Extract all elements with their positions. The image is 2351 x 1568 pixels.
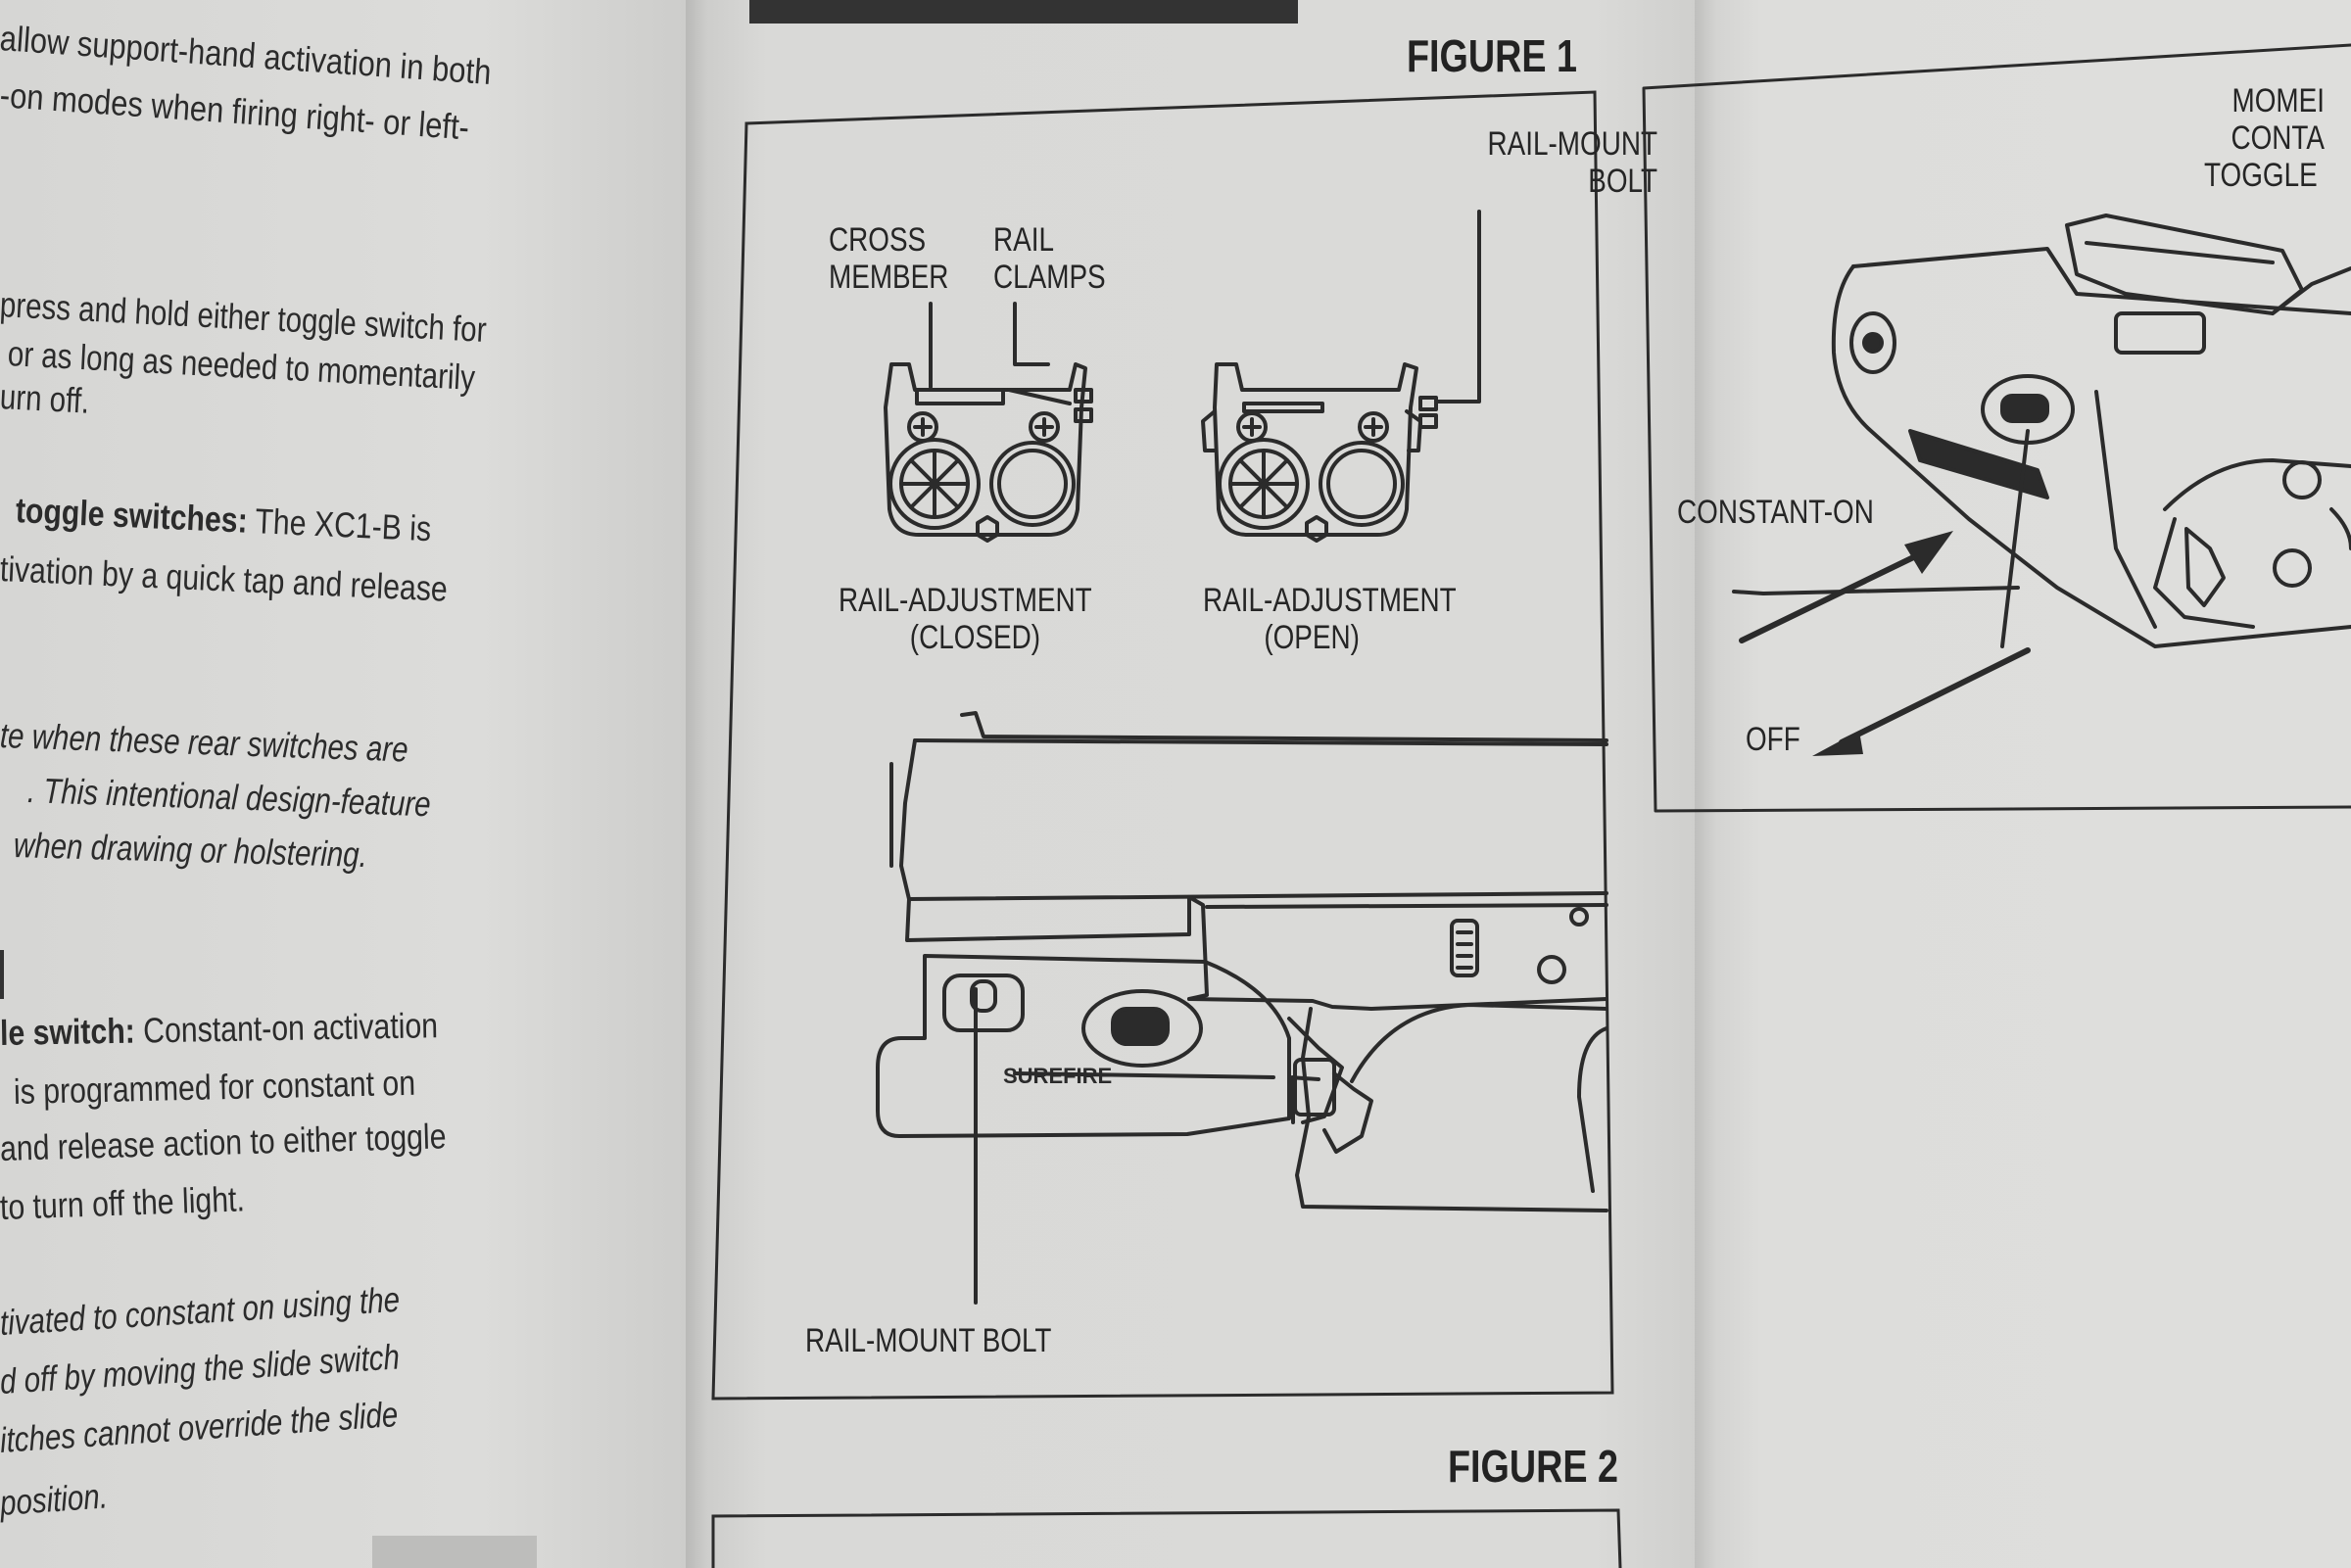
figure-2-title: FIGURE 2 (1448, 1441, 1618, 1492)
section-mark (0, 950, 4, 999)
figure-1-title: FIGURE 1 (1407, 30, 1577, 81)
rail-clamp-open (1201, 362, 1438, 543)
fold-shadow-right (1695, 0, 1716, 1568)
label-constant-on: CONSTANT-ON (1677, 494, 1874, 531)
label-rail-adjustment-open: RAIL-ADJUSTMENT (OPEN) (1203, 582, 1457, 656)
label-line: TOGGLE S (2204, 157, 2325, 194)
label-cross-member: CROSS MEMBER (829, 221, 948, 296)
label-off: OFF (1746, 721, 1800, 758)
label-line: RAIL-ADJUSTMENT (1203, 582, 1457, 619)
rail-clamp-closed (884, 362, 1093, 543)
label-line: RAIL-MOUNT (1487, 125, 1657, 163)
label-line: MOMEI (2231, 82, 2325, 119)
middle-page (686, 0, 1695, 1568)
label-line: CONTA (2231, 119, 2325, 157)
label-line: MEMBER (829, 259, 949, 296)
label-line: RAIL (993, 221, 1054, 259)
left-page (0, 0, 686, 1568)
surefire-brand: SUREFIRE (1003, 1064, 1112, 1088)
fold-shadow-left (686, 0, 707, 1568)
label-line: CROSS (829, 221, 927, 259)
label-line: (OPEN) (1264, 619, 1360, 656)
label-rail-mount-bolt-bottom: RAIL-MOUNT BOLT (805, 1322, 1052, 1359)
label-momentary-toggle-partial: MOMEI CONTA TOGGLE S (2204, 82, 2325, 194)
label-line: CLAMPS (993, 259, 1106, 296)
label-rail-clamps: RAIL CLAMPS (993, 221, 1106, 296)
label-line: (CLOSED) (909, 619, 1041, 656)
right-page (1695, 0, 2351, 1568)
label-rail-adjustment-closed: RAIL-ADJUSTMENT (CLOSED) (839, 582, 1092, 656)
top-rule (749, 0, 1298, 24)
pistol-with-light (876, 711, 1608, 1212)
paper-edge-shadow (372, 1536, 537, 1568)
label-line: RAIL-ADJUSTMENT (839, 582, 1092, 619)
